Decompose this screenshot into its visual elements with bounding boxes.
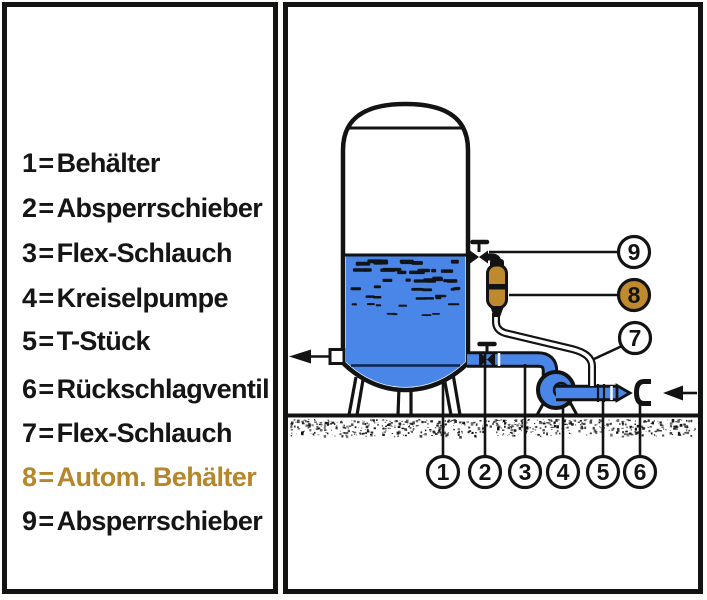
legend-num: 6 <box>22 374 37 404</box>
legend-item-7: 7=Flex-Schlauch <box>22 417 232 449</box>
tank-behaelter <box>340 101 471 393</box>
legend-label: Rückschlagventil <box>56 374 270 404</box>
shutoff-valve-2-icon <box>477 341 497 368</box>
callout-1: 1 <box>425 454 461 490</box>
legend-label: Behälter <box>56 148 161 178</box>
leader-lines <box>441 250 642 457</box>
callout-9: 9 <box>616 234 652 270</box>
callout-5: 5 <box>585 454 621 490</box>
callout-7: 7 <box>617 320 653 356</box>
svg-text:6: 6 <box>634 459 647 485</box>
svg-text:8: 8 <box>628 282 641 308</box>
legend-item-6: 6=Rückschlagventil <box>22 373 270 405</box>
svg-text:7: 7 <box>629 325 642 351</box>
legend-item-8: 8=Autom. Behälter <box>22 461 257 493</box>
legend-label: Absperrschieber <box>56 193 263 223</box>
equals-sign: = <box>38 148 54 178</box>
callout-6: 6 <box>622 454 658 490</box>
svg-text:5: 5 <box>597 459 610 485</box>
legend-num: 1 <box>22 148 37 178</box>
ground-texture <box>290 419 696 439</box>
outflow-arrow-icon <box>289 349 311 364</box>
legend-label: T-Stück <box>56 326 151 356</box>
svg-text:4: 4 <box>557 459 570 485</box>
legend-label: Kreiselpumpe <box>56 283 229 313</box>
equals-sign: = <box>38 418 54 448</box>
equals-sign: = <box>38 238 54 268</box>
legend-num: 5 <box>22 326 37 356</box>
callout-2: 2 <box>467 454 503 490</box>
outflow-port <box>289 348 346 365</box>
ground <box>288 413 698 439</box>
legend-label: Absperrschieber <box>56 506 263 536</box>
legend-num: 3 <box>22 238 37 268</box>
callout-3: 3 <box>507 454 543 490</box>
nozzle-taper <box>615 383 633 403</box>
legend-item-1: 1=Behälter <box>22 147 160 179</box>
callout-4: 4 <box>545 454 581 490</box>
legend-label: Autom. Behälter <box>56 462 257 492</box>
tank-water <box>346 256 465 387</box>
equals-sign: = <box>38 193 54 223</box>
svg-text:3: 3 <box>519 459 532 485</box>
equals-sign: = <box>38 283 54 313</box>
flex-hose-7 <box>492 313 596 386</box>
legend-num: 7 <box>22 418 37 448</box>
callouts-right: 9 8 7 <box>616 234 653 356</box>
legend-num: 8 <box>22 462 37 492</box>
water-speckles <box>350 259 461 316</box>
legend-num: 2 <box>22 193 37 223</box>
legend-item-9: 9=Absperrschieber <box>22 505 263 537</box>
legend-num: 4 <box>22 283 37 313</box>
pump-system-diagram: 1 2 3 4 5 <box>288 101 698 490</box>
legend-item-3: 3=Flex-Schlauch <box>22 237 232 269</box>
callouts-bottom: 1 2 3 4 5 <box>425 454 658 490</box>
legend-num: 9 <box>22 506 37 536</box>
equals-sign: = <box>38 326 54 356</box>
legend-item-2: 2=Absperrschieber <box>22 192 263 224</box>
equals-sign: = <box>38 506 54 536</box>
legend-label: Flex-Schlauch <box>56 418 233 448</box>
automatic-vessel-8 <box>486 259 508 317</box>
inlet-line <box>556 379 697 406</box>
inflow-arrow-icon <box>663 385 683 401</box>
legend-label: Flex-Schlauch <box>56 238 233 268</box>
svg-text:2: 2 <box>479 459 492 485</box>
svg-text:1: 1 <box>437 459 450 485</box>
legend-item-5: 5=T-Stück <box>22 325 151 357</box>
equals-sign: = <box>38 374 54 404</box>
diagram-panel: 1 2 3 4 5 <box>283 2 703 594</box>
equals-sign: = <box>38 462 54 492</box>
svg-text:9: 9 <box>628 239 641 265</box>
callout-8: 8 <box>616 277 652 313</box>
legend-panel: 1=Behälter 2=Absperrschieber 3=Flex-Schl… <box>2 2 278 594</box>
legend-item-4: 4=Kreiselpumpe <box>22 282 229 314</box>
check-valve-6-icon <box>633 379 651 406</box>
